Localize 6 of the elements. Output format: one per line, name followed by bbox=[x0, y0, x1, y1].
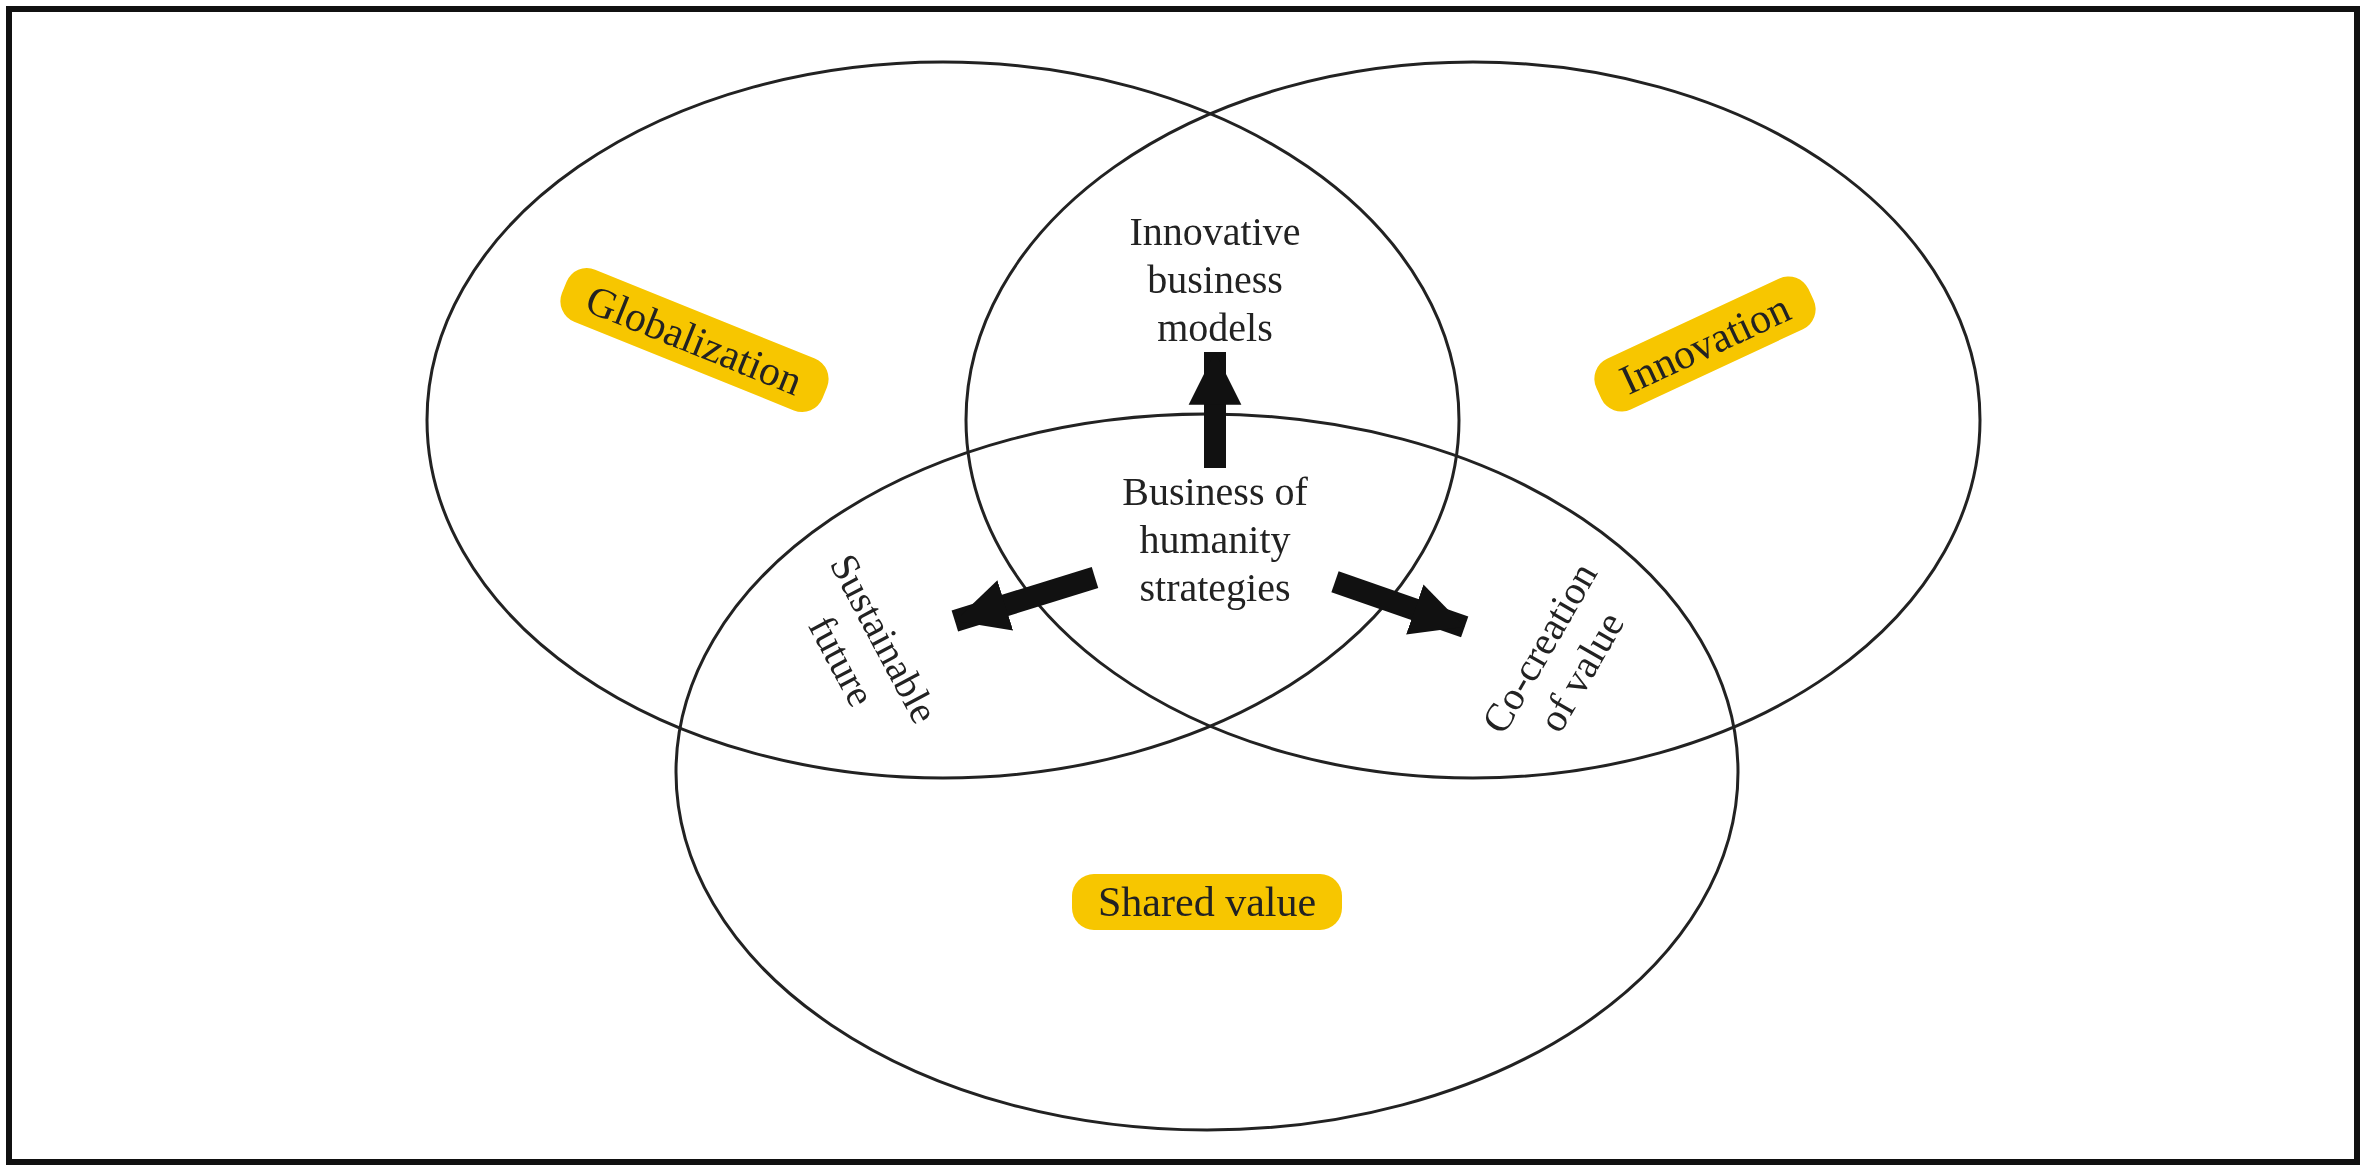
highlighted-label: Shared value bbox=[1072, 874, 1343, 930]
concept-label: Business of humanity strategies bbox=[1095, 468, 1335, 612]
concept-label: Innovative business models bbox=[1085, 208, 1345, 352]
block-arrow bbox=[951, 566, 1099, 632]
block-arrow bbox=[1188, 352, 1242, 468]
block-arrow bbox=[1331, 571, 1469, 638]
